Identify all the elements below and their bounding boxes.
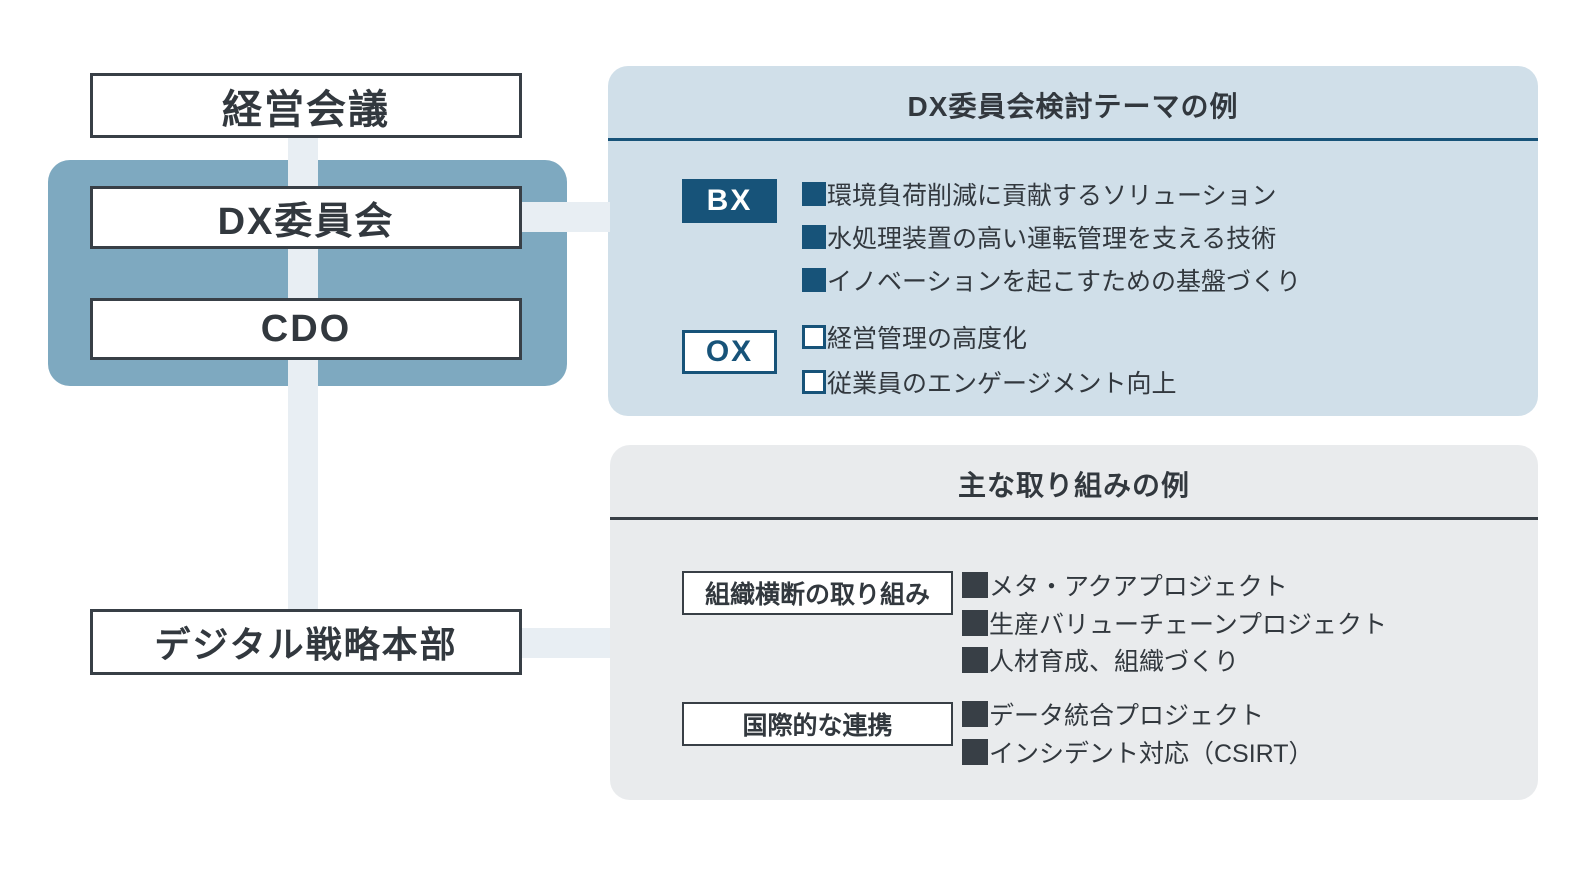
dx-committee-themes-panel: DX委員会検討テーマの例 BX 環境負荷削減に貢献するソリューション 水処理装置… xyxy=(608,66,1538,416)
ox-item-label: 経営管理の高度化 xyxy=(827,325,1028,353)
initiative-item-label: 人材育成、組織づくり xyxy=(989,648,1240,676)
hollow-square-icon xyxy=(802,325,826,349)
dx-committee-box: DX委員会 xyxy=(90,186,522,249)
cdo-box: CDO xyxy=(90,298,522,360)
digital-strategy-division-label: デジタル戦略本部 xyxy=(154,624,458,665)
solid-square-icon xyxy=(962,647,988,673)
bx-item: 水処理装置の高い運転管理を支える技術 xyxy=(802,221,1276,253)
bx-badge: BX xyxy=(682,179,777,223)
international-collaboration-group-label-box: 国際的な連携 xyxy=(682,702,953,746)
bx-item-label: 水処理装置の高い運転管理を支える技術 xyxy=(827,225,1277,253)
initiative-item-label: インシデント対応（CSIRT） xyxy=(989,740,1314,768)
initiative-item: メタ・アクアプロジェクト xyxy=(962,569,1288,601)
solid-square-icon xyxy=(962,572,988,598)
cross-organizational-group-label-box: 組織横断の取り組み xyxy=(682,571,953,615)
solid-square-icon xyxy=(802,225,826,249)
connector-dx-committee-to-themes-panel xyxy=(520,202,610,232)
connector-digital-strategy-to-initiatives-panel xyxy=(520,628,610,658)
management-meeting-label: 経営会議 xyxy=(222,87,390,132)
initiative-item: インシデント対応（CSIRT） xyxy=(962,736,1314,768)
initiative-item-label: 生産バリューチェーンプロジェクト xyxy=(989,611,1388,639)
main-initiatives-panel: 主な取り組みの例 組織横断の取り組み メタ・アクアプロジェクト 生産バリューチェ… xyxy=(610,445,1538,800)
initiative-item-label: データ統合プロジェクト xyxy=(989,702,1265,730)
cdo-label: CDO xyxy=(260,307,352,350)
ox-item-label: 従業員のエンゲージメント向上 xyxy=(827,370,1177,398)
initiatives-panel-divider xyxy=(610,517,1538,520)
solid-square-icon xyxy=(802,268,826,292)
initiative-item-label: メタ・アクアプロジェクト xyxy=(989,573,1288,601)
themes-panel-title: DX委員会検討テーマの例 xyxy=(907,91,1239,122)
ox-item: 経営管理の高度化 xyxy=(802,321,1027,353)
solid-square-icon xyxy=(962,739,988,765)
solid-square-icon xyxy=(962,701,988,727)
management-meeting-box: 経営会議 xyxy=(90,73,522,138)
initiatives-panel-title: 主な取り組みの例 xyxy=(957,470,1190,501)
international-collaboration-group-label: 国際的な連携 xyxy=(742,712,893,740)
bx-item-label: イノベーションを起こすための基盤づくり xyxy=(827,268,1302,296)
connector-cdo-to-digital-strategy xyxy=(288,358,318,611)
initiative-item: 人材育成、組織づくり xyxy=(962,644,1239,676)
dx-committee-label: DX委員会 xyxy=(217,201,395,243)
bx-item: イノベーションを起こすための基盤づくり xyxy=(802,264,1301,296)
connector-dx-committee-to-cdo xyxy=(288,247,318,300)
solid-square-icon xyxy=(962,610,988,636)
initiative-item: 生産バリューチェーンプロジェクト xyxy=(962,607,1387,639)
bx-item-label: 環境負荷削減に貢献するソリューション xyxy=(827,182,1277,210)
hollow-square-icon xyxy=(802,370,826,394)
connector-management-to-dx-committee xyxy=(288,136,318,188)
ox-badge: OX xyxy=(682,330,777,374)
cross-organizational-group-label: 組織横断の取り組み xyxy=(704,581,930,609)
themes-panel-divider xyxy=(608,138,1538,141)
solid-square-icon xyxy=(802,182,826,206)
digital-strategy-division-box: デジタル戦略本部 xyxy=(90,609,522,675)
ox-badge-label: OX xyxy=(705,335,754,368)
initiative-item: データ統合プロジェクト xyxy=(962,698,1264,730)
bx-badge-label: BX xyxy=(706,184,753,217)
ox-item: 従業員のエンゲージメント向上 xyxy=(802,366,1177,398)
bx-item: 環境負荷削減に貢献するソリューション xyxy=(802,178,1277,210)
